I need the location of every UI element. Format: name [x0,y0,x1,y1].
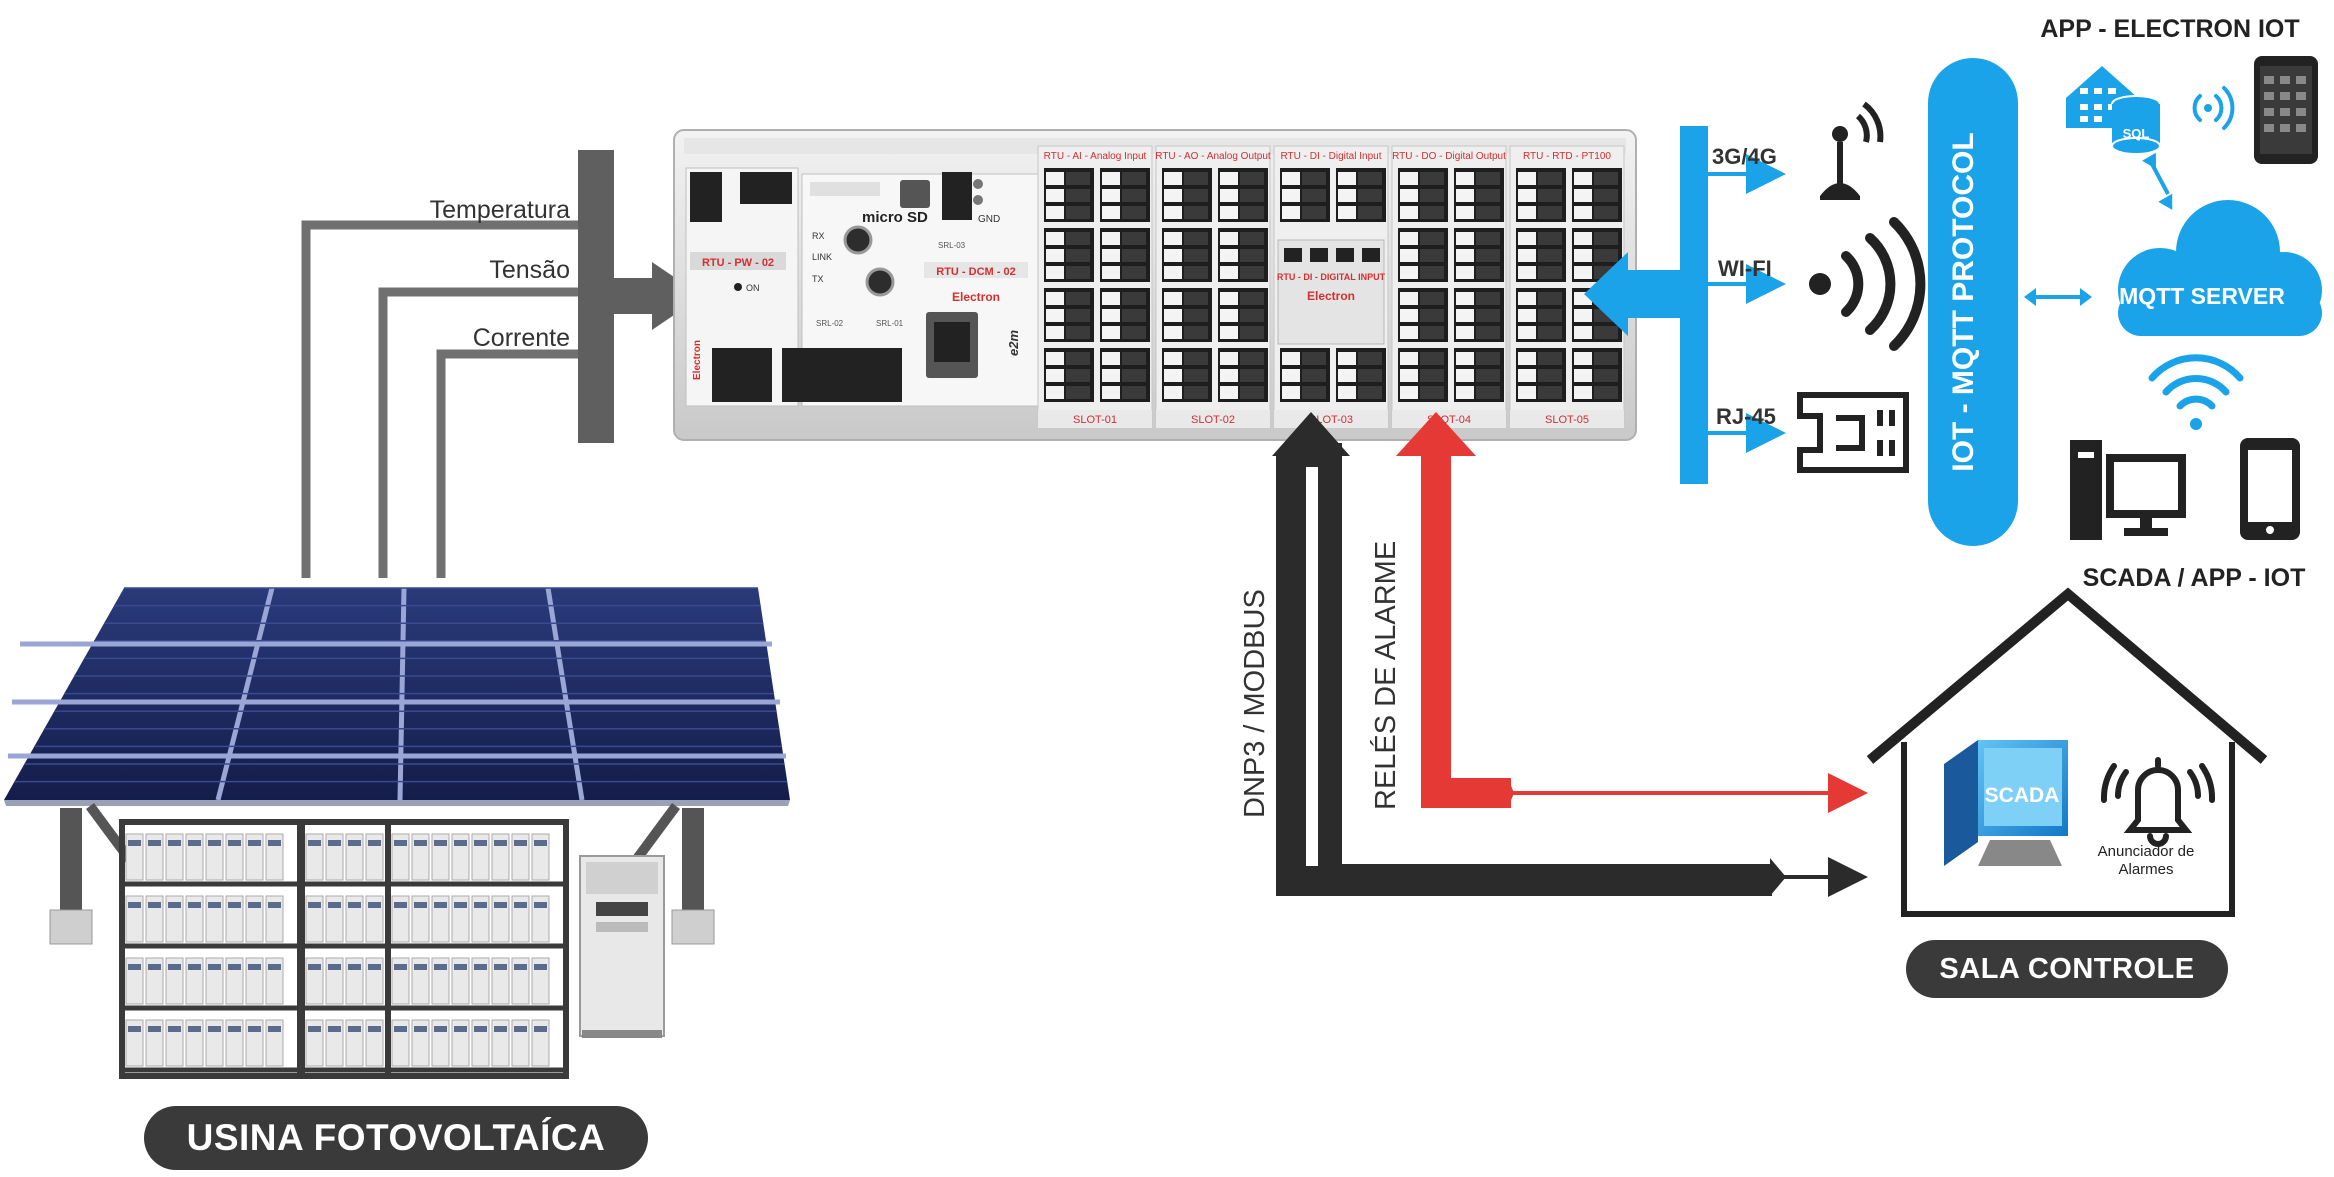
slot-label-1: SLOT-01 [1073,414,1117,426]
gnd-label: GND [978,214,1000,225]
building-sql-icon: SQL [2066,66,2161,155]
dcm-screw-2 [973,195,983,205]
house-walls [1901,742,2235,917]
tx-label: TX [812,274,824,284]
pw-module-label: RTU - PW - 02 [702,257,774,269]
usina-title-pill: USINA FOTOVOLTAÍCA [144,1106,648,1170]
dcm-knob-1 [843,225,873,255]
sql-label: SQL [2123,126,2150,141]
dcm-brand: Electron [952,290,1000,304]
dcm-label-plate [924,262,1028,278]
comm-bus-bar [1680,126,1708,484]
slot-header-2: RTU - AO - Analog Output [1155,151,1271,162]
slot-label-5: SLOT-05 [1545,414,1589,426]
dcm-knob-2 [865,267,895,297]
scada-app-label: SCADA / APP - IOT [2083,564,2306,592]
pw-on-label: ON [746,283,760,293]
e2m-label: e2m [1006,330,1021,356]
app-title: APP - ELECTRON IOT [2040,15,2299,43]
reles-link [1396,412,1868,813]
rj45-icon [1797,392,1909,473]
slot-label-2: SLOT-02 [1191,414,1235,426]
rtu-top-rail [684,138,1626,154]
di-mid-label: RTU - DI - DIGITAL INPUT [1277,272,1386,282]
dcm-terminal-bottom [782,348,902,402]
pw-label-plate [690,252,786,270]
dcm-module-label: RTU - DCM - 02 [936,266,1015,278]
scada-screen-label: SCADA [1985,784,2060,807]
sensor-lines [301,220,590,578]
dcm-cpu-plate [810,182,880,196]
dcm-screw-1 [973,179,983,189]
slot-header-4: RTU - DO - Digital Output [1392,151,1506,162]
app-phone-icon [2254,56,2318,164]
iot-cloud-link [2024,288,2092,306]
label-3g4g: 3G/4G [1712,144,1777,169]
pw-brand: Electron [692,340,703,380]
pw-terminal-top [690,172,722,222]
comm-to-rtu-arrow [1584,252,1680,336]
di-mid-brand: Electron [1307,289,1355,303]
anunciador-line1: Anunciador de [2098,843,2195,860]
slot-header-5: RTU - RTD - PT100 [1523,151,1611,162]
sala-controle-pill: SALA CONTROLE [1906,940,2228,998]
label-corrente: Corrente [473,324,570,352]
inverter-cabinet [579,855,665,1038]
dnp3-horizontal-bar [1276,866,1772,896]
house-roof [1866,587,2268,764]
dcm-terminal-top [942,172,972,220]
dnp3-label: DNP3 / MODBUS [1239,589,1271,818]
usina-title: USINA FOTOVOLTAÍCA [186,1117,606,1158]
reles-label: RELÉS DE ALARME [1369,541,1402,810]
scada-wifi-icon [2148,354,2244,430]
label-rj45: RJ-45 [1716,404,1776,429]
dnp3-link [1272,412,1868,897]
mqtt-cloud-icon [2118,200,2322,336]
sd-slot [900,180,930,208]
mqtt-server-label: MQTT SERVER [2119,283,2285,309]
sala-controle-title: SALA CONTROLE [1939,952,2195,985]
scada-monitor-icon: SCADA [1944,740,2068,866]
label-temperatura: Temperatura [430,196,570,224]
mobile-phone-icon [2240,438,2300,540]
slot-header-1: RTU - AI - Analog Input [1044,151,1147,162]
solar-array [4,587,790,945]
alarm-bell-icon [2100,757,2216,847]
srl-02-label: SRL-02 [816,319,844,328]
srl-03-label: SRL-03 [938,241,966,250]
antenna-icon [1820,101,1884,200]
micro-sd-label: micro SD [862,209,928,226]
label-wifi: WI-FI [1718,256,1772,281]
desktop-pc-icon [2070,440,2186,540]
dnp3-vertical-bar [1276,455,1306,895]
srl-01-label: SRL-01 [876,319,904,328]
rx-label: RX [812,231,825,241]
slot-header-3: RTU - DI - Digital Input [1281,151,1382,162]
rtu-device: RTU - PW - 02 ON Electron micro SD GND R… [673,129,1637,441]
battery-racks [119,819,569,1079]
app-cloud-link [2142,152,2173,210]
iot-mqtt-label: IOT - MQTT PROTOCOL [1947,132,1980,471]
pw-terminal-bottom [712,348,772,402]
ethernet-jack-inner [934,322,970,362]
label-tensao: Tensão [489,256,570,284]
signal-bus-bar [578,150,614,443]
pw-terminal-top-right [740,172,792,204]
link-label: LINK [812,252,832,262]
pw-on-led [734,283,742,291]
anunciador-line2: Alarmes [2118,861,2173,878]
small-wifi-icon [2192,86,2235,130]
iot-mqtt-bar [1928,58,2018,546]
bus-to-rtu-arrow [610,262,702,330]
wifi-signal-icon [1809,217,1926,351]
